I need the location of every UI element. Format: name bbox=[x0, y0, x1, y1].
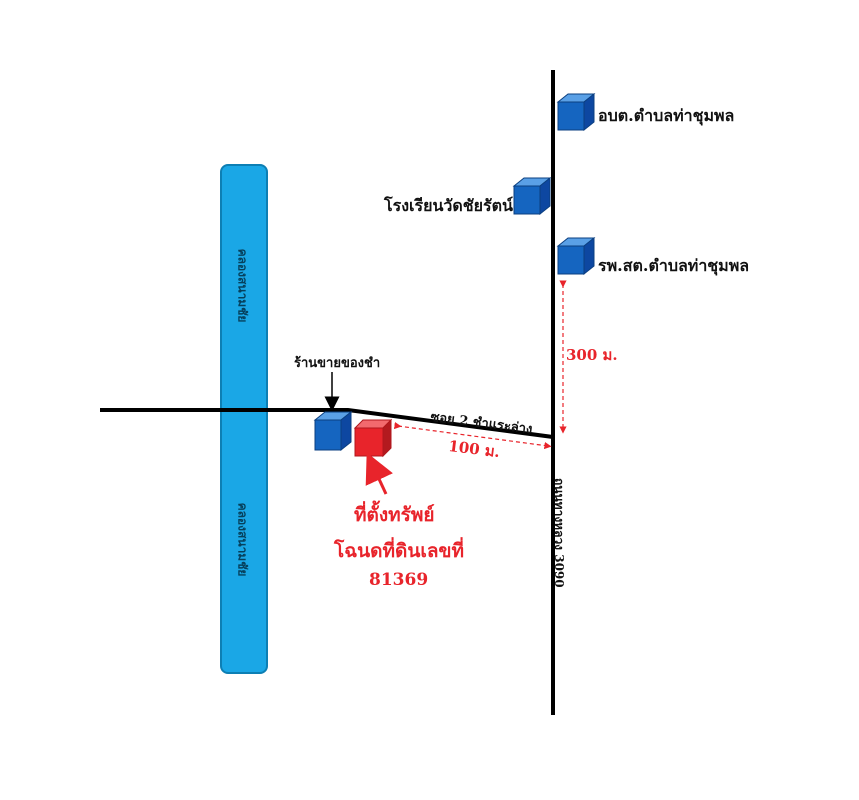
shop-box-icon bbox=[313, 410, 353, 452]
hospital-box-icon bbox=[556, 236, 596, 276]
school-label: โรงเรียนวัดชัยรัตน์ bbox=[384, 196, 513, 215]
distance-east-line bbox=[393, 421, 552, 450]
property-deed-number: 81369 bbox=[369, 570, 429, 590]
school-box-icon bbox=[512, 176, 552, 216]
distance-north-label: 300 ม. bbox=[566, 346, 618, 364]
canal bbox=[220, 164, 268, 674]
property-label-line1: ที่ตั้งทรัพย์ bbox=[354, 504, 435, 526]
property-label-line2: โฉนดที่ดินเลขที่ bbox=[334, 540, 464, 562]
shop-label: ร้านขายของชำ bbox=[294, 356, 381, 371]
sao-label: อบต.ตำบลท่าชุมพล bbox=[598, 106, 735, 125]
highway-road-label: ถนนทางหลวง 3090 bbox=[552, 478, 566, 588]
property-box-icon bbox=[353, 418, 393, 458]
sao-box-icon bbox=[556, 92, 596, 132]
hospital-label: รพ.สต.ตำบลท่าชุมพล bbox=[598, 256, 750, 275]
property-pointer-arrow bbox=[365, 452, 393, 495]
